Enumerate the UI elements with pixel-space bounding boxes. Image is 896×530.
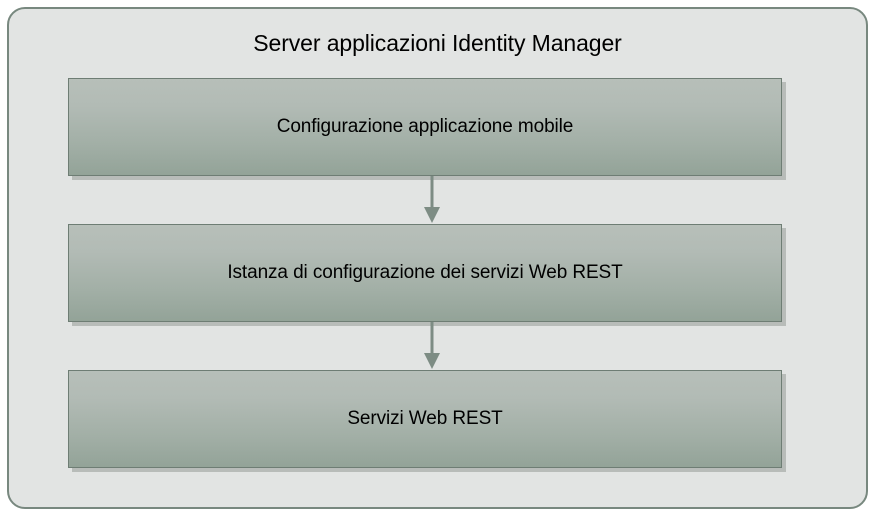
node-rest-web-services-config-instance[interactable]: Istanza di configurazione dei servizi We… (68, 224, 782, 322)
node-label: Istanza di configurazione dei servizi We… (227, 262, 623, 283)
node-mobile-app-config[interactable]: Configurazione applicazione mobile (68, 78, 782, 176)
container-title: Server applicazioni Identity Manager (253, 30, 622, 56)
node-label: Servizi Web REST (347, 408, 503, 429)
node-rest-web-services[interactable]: Servizi Web REST (68, 370, 782, 468)
arrow-down-icon-node1-node2 (417, 176, 447, 224)
arrow-down-icon-node2-node3 (417, 322, 447, 370)
identity-manager-application-server-container: Server applicazioni Identity Manager Con… (7, 7, 868, 509)
node-label: Configurazione applicazione mobile (276, 116, 574, 137)
